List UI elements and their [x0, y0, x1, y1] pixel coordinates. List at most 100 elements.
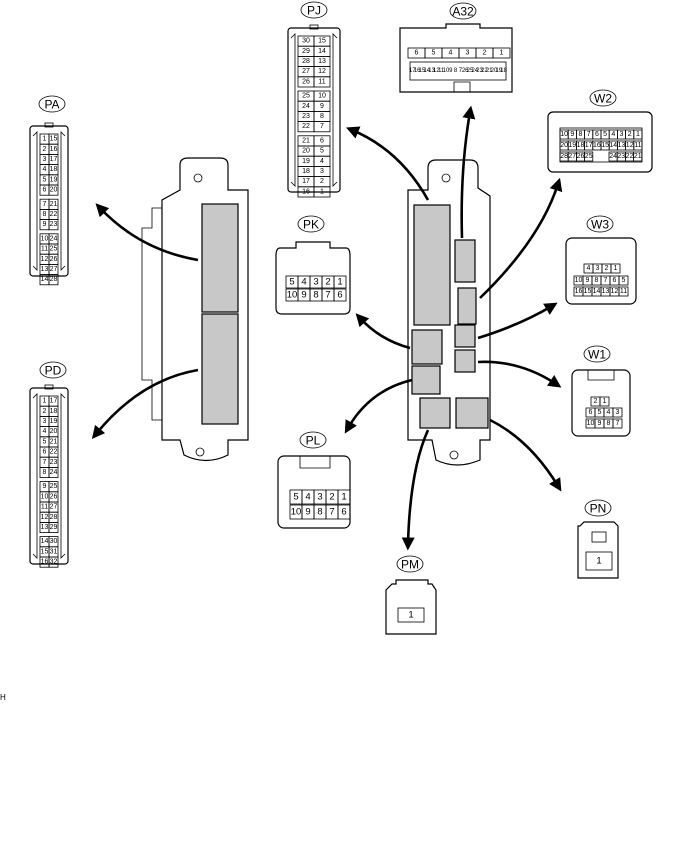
- pin-number: 16: [41, 559, 49, 566]
- pin-number: 4: [611, 131, 615, 138]
- pin-number: 3: [320, 168, 324, 175]
- pin-cell: [313, 76, 331, 88]
- pin-number: 29: [50, 524, 58, 531]
- pin-number: 1: [43, 136, 47, 143]
- pin-number: 6: [613, 277, 617, 284]
- pin-cell: [633, 151, 643, 162]
- pin-cell: [612, 418, 623, 429]
- left-module-lower-socket: [201, 313, 239, 425]
- arrow-to-pa: [95, 203, 199, 262]
- pin-cell: [48, 466, 59, 478]
- pin-number: 7: [459, 68, 463, 74]
- pin-number: 1: [596, 556, 601, 567]
- pin-number: 27: [50, 504, 58, 511]
- connector-label-pk: PK: [303, 218, 319, 232]
- pin-number: 23: [50, 221, 58, 228]
- pin-number: 5: [622, 277, 626, 284]
- pin-number: 9: [449, 68, 453, 74]
- pin-number: 1: [408, 610, 413, 621]
- pin-number: 18: [50, 166, 58, 173]
- pin-number: 1: [43, 398, 47, 405]
- pin-number: 16: [302, 188, 310, 195]
- pin-number: 4: [607, 409, 611, 416]
- pin-number: 10: [287, 290, 298, 301]
- pin-number: 8: [313, 290, 318, 301]
- pin-number: 8: [317, 507, 322, 518]
- connector-label-pd-oval: [39, 361, 67, 379]
- pin-number: 21: [50, 201, 58, 208]
- pin-number: 9: [43, 483, 47, 490]
- pin-cell: [612, 407, 623, 418]
- connector-label-pn-oval: [584, 499, 612, 517]
- pin-number: 22: [626, 153, 634, 160]
- pin-number: 9: [43, 221, 47, 228]
- pin-cell: [313, 186, 331, 198]
- pin-number: 3: [43, 418, 47, 425]
- left-module-upper-socket: [201, 203, 239, 313]
- pin-number: 24: [609, 153, 617, 160]
- pin-number: 20: [50, 187, 58, 194]
- pin-number: 32: [50, 559, 58, 566]
- pin-number: 17: [50, 156, 58, 163]
- pin-number: 18: [302, 168, 310, 175]
- pin-cell: [610, 263, 621, 274]
- pin-number: 3: [317, 492, 322, 503]
- connector-label-pk-oval: [297, 215, 325, 233]
- pin-number: 2: [594, 398, 598, 405]
- connector-label-pj: PJ: [307, 4, 321, 18]
- connector-label-a32-oval: [449, 2, 477, 20]
- pin-number: 16: [50, 146, 58, 153]
- pin-number: 8: [595, 277, 599, 284]
- pin-number: 16: [593, 142, 601, 149]
- pin-number: 25: [585, 153, 593, 160]
- pin-cell: [584, 151, 594, 162]
- pin-number: 11: [41, 504, 48, 511]
- pin-number: 10: [560, 131, 568, 138]
- pin-number: 22: [302, 123, 310, 130]
- pin-number: 15: [50, 136, 58, 143]
- pin-cell: [313, 121, 331, 133]
- pin-number: 19: [495, 68, 502, 74]
- pin-number: 14: [41, 276, 49, 283]
- pin-number: 4: [305, 492, 310, 503]
- pin-number: 12: [41, 256, 49, 263]
- pin-number: 9: [301, 290, 306, 301]
- pin-number: 21: [302, 137, 310, 144]
- connector-label-pl: PL: [306, 434, 321, 448]
- pin-number: 12: [611, 288, 619, 295]
- pin-number: 11: [438, 68, 445, 74]
- pin-number: 13: [318, 58, 326, 65]
- pin-number: 5: [43, 438, 47, 445]
- pin-cell: [337, 489, 351, 505]
- pin-number: 3: [313, 277, 318, 288]
- pin-number: 15: [318, 38, 326, 45]
- pin-number: 26: [50, 493, 58, 500]
- arrow-to-pn: [489, 418, 562, 492]
- pin-number: 7: [43, 459, 47, 466]
- pin-number: 5: [603, 131, 607, 138]
- pin-number: 6: [589, 409, 593, 416]
- pin-number: 6: [43, 187, 47, 194]
- pin-number: 15: [601, 142, 609, 149]
- pin-number: 2: [605, 265, 609, 272]
- pin-number: 11: [620, 288, 627, 295]
- pin-number: 5: [320, 148, 324, 155]
- pin-number: 15: [584, 288, 592, 295]
- pin-number: 8: [320, 113, 324, 120]
- pin-number: 7: [43, 201, 47, 208]
- pin-cell: [337, 504, 351, 520]
- pin-number: 6: [415, 50, 419, 57]
- pin-number: 13: [41, 524, 49, 531]
- connector-pm: PM1: [385, 555, 437, 635]
- pin-number: 18: [500, 68, 507, 74]
- pin-number: 14: [41, 538, 49, 545]
- pin-number: 23: [476, 68, 483, 74]
- arrow-to-pd: [91, 368, 199, 440]
- pin-number: 4: [449, 50, 453, 57]
- pin-number: 22: [50, 211, 58, 218]
